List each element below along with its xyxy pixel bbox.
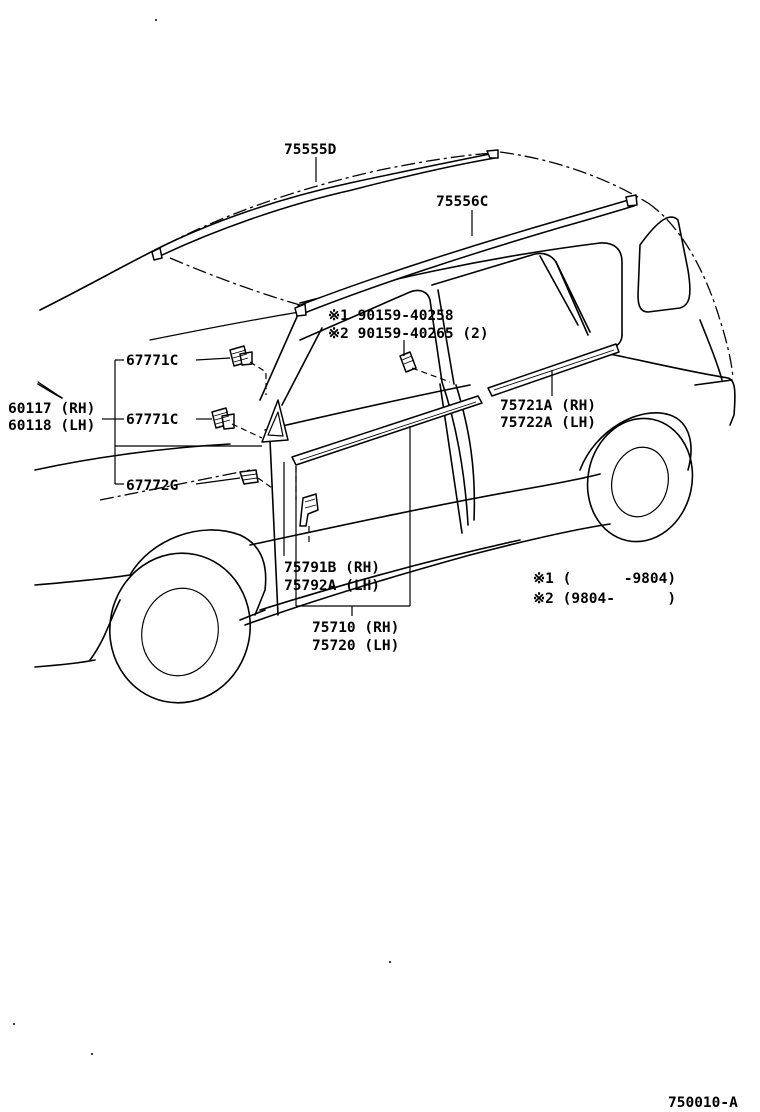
label-67771c-upper: 67771C (126, 353, 178, 369)
part-labels: 75555D 75556C ※1 90159-40258 ※2 90159-40… (8, 142, 738, 1111)
roof-molding-75556c (294, 194, 638, 317)
belt-molding-front (291, 395, 483, 466)
clip-67771c-lower (211, 407, 235, 430)
label-60118: 60118 (LH) (8, 418, 95, 434)
label-75556c: 75556C (436, 194, 488, 210)
clip-67771c-upper (229, 345, 253, 367)
label-75555d: 75555D (284, 142, 337, 158)
end-cap-75791b (299, 493, 319, 527)
clip-67772g (239, 469, 259, 485)
label-note1: ※1 ( -9804) (533, 571, 676, 587)
label-75720: 75720 (LH) (312, 638, 399, 654)
belt-molding-rear (487, 343, 620, 397)
label-67771c-lower: 67771C (126, 412, 178, 428)
label-note2: ※2 (9804- ) (533, 591, 676, 607)
label-60117: 60117 (RH) (8, 401, 95, 417)
clip-90159 (399, 351, 417, 373)
label-75791b: 75791B (RH) (284, 560, 380, 576)
roof-molding-75555d (151, 149, 499, 261)
label-75721a: 75721A (RH) (500, 398, 596, 414)
label-clip-note2: ※2 90159-40265 (2) (328, 326, 489, 342)
scan-specks (13, 19, 391, 1055)
label-75710: 75710 (RH) (312, 620, 399, 636)
label-75722a: 75722A (LH) (500, 415, 596, 431)
leader-lines (37, 157, 553, 616)
label-75792a: 75792A (LH) (284, 578, 380, 594)
pillar-garnish (261, 399, 289, 443)
label-clip-note1: ※1 90159-40258 (328, 308, 454, 324)
label-67772g: 67772G (126, 478, 178, 494)
diagram-id: 750010-A (668, 1095, 738, 1111)
